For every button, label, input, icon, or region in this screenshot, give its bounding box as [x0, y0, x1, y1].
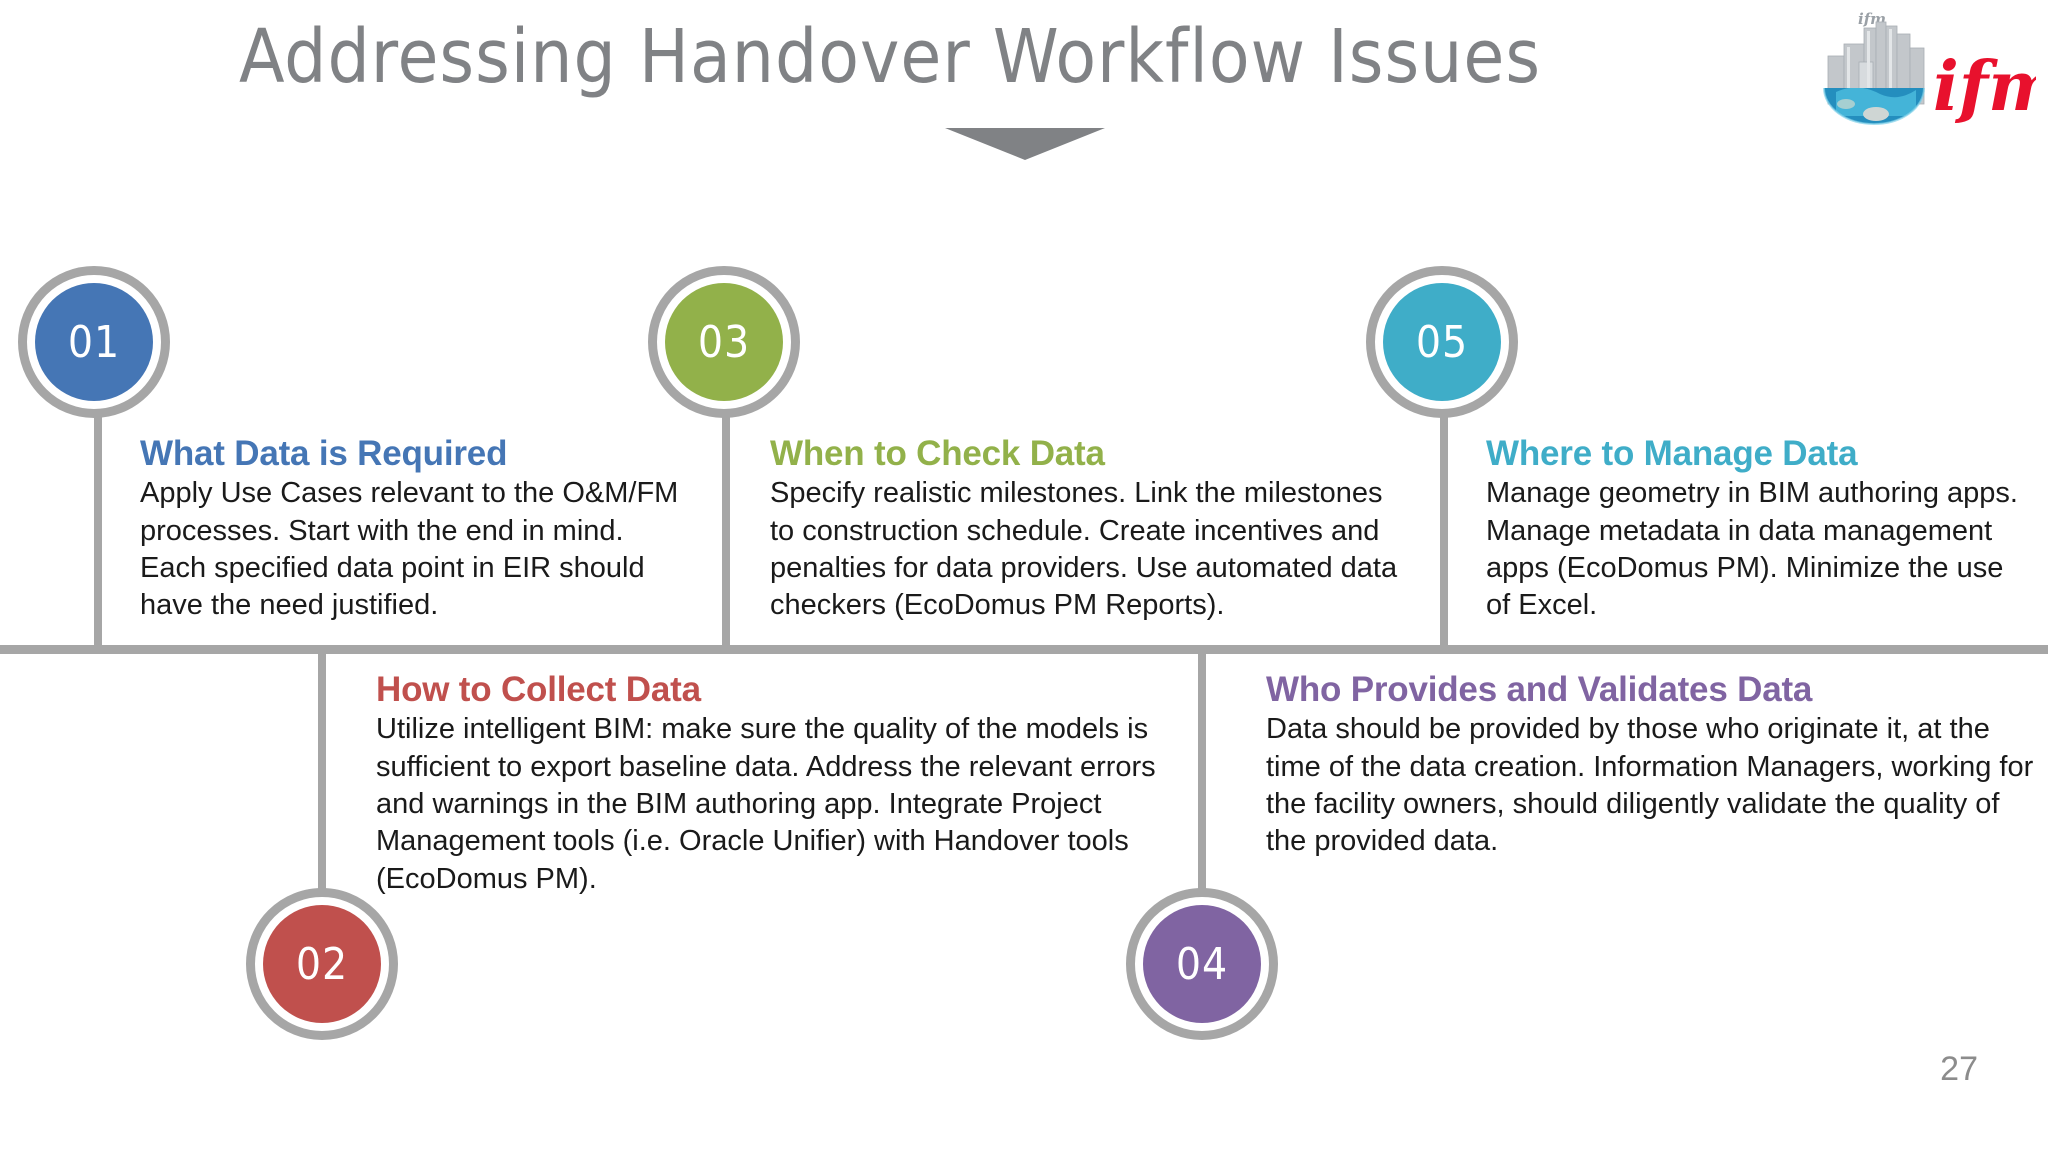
step-node-04[interactable]: 04 — [1126, 888, 1278, 1040]
connector-line-01 — [94, 392, 102, 648]
ifm-logo: ifm — [1806, 4, 2048, 130]
step-node-03[interactable]: 03 — [648, 266, 800, 418]
step-number-05: 05 — [1383, 283, 1501, 401]
step-body-02: Utilize intelligent BIM: make sure the q… — [376, 713, 1156, 895]
timeline-bar — [0, 645, 2048, 654]
ifm-logo-graphic: ifm — [1823, 10, 2048, 127]
step-heading-05: Where to Manage Data — [1486, 434, 1858, 473]
step-heading-02: How to Collect Data — [376, 670, 701, 709]
step-node-02[interactable]: 02 — [246, 888, 398, 1040]
step-block-03: When to Check Data Specify realistic mil… — [770, 434, 1410, 625]
step-body-04: Data should be provided by those who ori… — [1266, 713, 2034, 858]
page-number: 27 — [1940, 1050, 1978, 1088]
ifm-wordmark: ifm — [1933, 47, 2036, 127]
page-title: Addressing Handover Workflow Issues — [238, 14, 1542, 100]
connector-line-04 — [1198, 648, 1206, 906]
step-heading-01: What Data is Required — [140, 434, 508, 473]
step-number-02: 02 — [263, 905, 381, 1023]
connector-line-02 — [318, 648, 326, 906]
connector-line-05 — [1440, 392, 1448, 648]
step-block-05: Where to Manage Data Manage geometry in … — [1486, 434, 2026, 625]
step-node-05[interactable]: 05 — [1366, 266, 1518, 418]
step-body-03: Specify realistic milestones. Link the m… — [770, 477, 1398, 622]
step-node-01[interactable]: 01 — [18, 266, 170, 418]
step-block-04: Who Provides and Validates Data Data sho… — [1266, 670, 2041, 861]
step-block-01: What Data is Required Apply Use Cases re… — [140, 434, 680, 625]
step-heading-04: Who Provides and Validates Data — [1266, 670, 1813, 709]
step-body-05: Manage geometry in BIM authoring apps. M… — [1486, 477, 2018, 622]
step-heading-03: When to Check Data — [770, 434, 1105, 473]
step-body-01: Apply Use Cases relevant to the O&M/FM p… — [140, 477, 679, 622]
down-arrow-icon — [945, 128, 1105, 160]
step-number-03: 03 — [665, 283, 783, 401]
connector-line-03 — [722, 392, 730, 648]
step-number-01: 01 — [35, 283, 153, 401]
step-block-02: How to Collect Data Utilize intelligent … — [376, 670, 1166, 898]
step-number-04: 04 — [1143, 905, 1261, 1023]
